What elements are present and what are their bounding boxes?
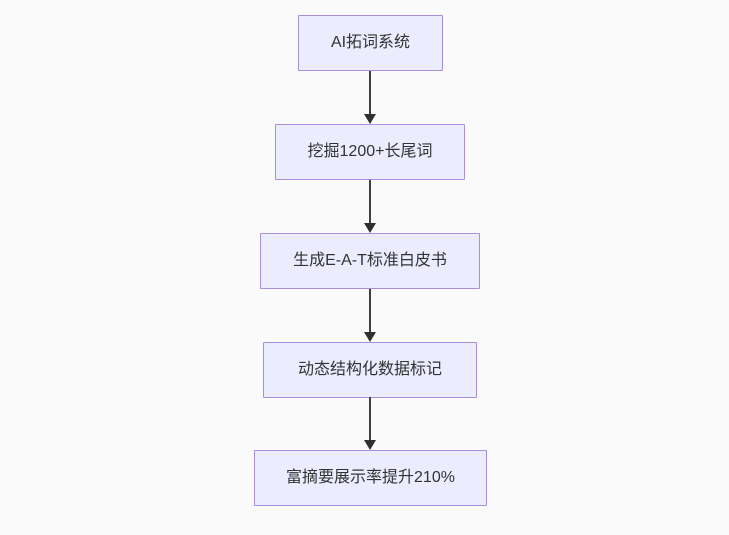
flow-node-eat-whitepaper-generation: 生成E-A-T标准白皮书 (260, 233, 480, 289)
node-label: 富摘要展示率提升210% (286, 469, 455, 487)
flow-node-longtail-keyword-mining: 挖掘1200+长尾词 (275, 124, 465, 180)
node-label: 动态结构化数据标记 (297, 361, 442, 379)
arrow-shaft (369, 71, 371, 115)
arrowhead-down-icon (364, 440, 376, 450)
arrow-shaft (369, 397, 371, 441)
edge-arrow-3 (364, 289, 376, 342)
flow-node-rich-snippet-rate-increase: 富摘要展示率提升210% (254, 450, 487, 506)
arrowhead-down-icon (364, 223, 376, 233)
arrowhead-down-icon (364, 114, 376, 124)
arrow-shaft (369, 180, 371, 224)
flow-node-ai-word-expansion-system: AI拓词系统 (298, 15, 443, 71)
arrow-shaft (369, 289, 371, 333)
node-label: 挖掘1200+长尾词 (307, 143, 433, 161)
node-label: AI拓词系统 (330, 34, 411, 52)
arrowhead-down-icon (364, 332, 376, 342)
edge-arrow-2 (364, 180, 376, 233)
edge-arrow-1 (364, 71, 376, 124)
node-label: 生成E-A-T标准白皮书 (293, 252, 447, 270)
edge-arrow-4 (364, 397, 376, 450)
flow-node-dynamic-structured-data-markup: 动态结构化数据标记 (263, 342, 477, 398)
